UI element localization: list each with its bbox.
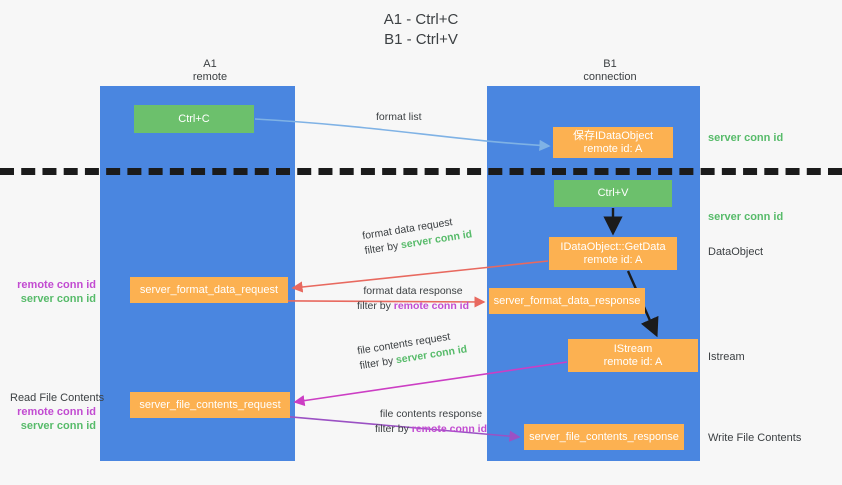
box-server-file-contents-request[interactable]: server_file_contents_request [130,392,290,418]
edge-label-file-contents-request: file contents request filter by server c… [356,327,468,374]
filter-id-remote-conn-id: remote conn id [393,300,470,312]
annotation-write-file-contents: Write File Contents [708,432,802,444]
box-ctrl-v[interactable]: Ctrl+V [554,180,672,207]
box-server-format-data-response-label: server_format_data_response [493,294,641,307]
lane-header-b1-name: B1 [603,58,617,70]
box-idataobject-getdata[interactable]: IDataObject::GetData remote id: A [549,237,677,270]
annotation-server-conn-id: server conn id [20,420,96,432]
edge-label-format-list: format list [376,111,422,123]
lane-header-a1: A1 remote [130,58,290,84]
edge-label-format-data-response-filter: filter by remote conn id [337,299,489,314]
annotation-remote-conn-id: remote conn id [17,406,96,418]
box-server-file-contents-response[interactable]: server_file_contents_response [524,424,684,450]
annotation-server-conn-id-top-text: server conn id [708,132,784,144]
box-ctrl-c-line1: Ctrl+C [178,112,210,125]
box-istream[interactable]: IStream remote id: A [568,339,698,372]
box-ctrl-c[interactable]: Ctrl+C [134,105,254,133]
edge-label-format-data-response: format data response filter by remote co… [337,284,489,314]
edge-label-file-contents-response: file contents response filter by remote … [369,407,493,437]
box-save-idataobject[interactable]: 保存IDataObject remote id: A [553,127,673,158]
lane-header-a1-sub: remote [192,71,228,83]
box-server-format-data-request[interactable]: server_format_data_request [130,277,288,303]
box-istream-line2: remote id: A [603,355,663,368]
box-server-format-data-request-label: server_format_data_request [139,283,279,296]
annotation-read-file-contents-heading: Read File Contents [10,392,105,404]
filter-id-remote-conn-id: remote conn id [411,423,488,435]
box-idataobject-getdata-line2: remote id: A [583,253,643,266]
annotation-remote-conn-id: remote conn id [17,279,96,291]
box-server-format-data-response[interactable]: server_format_data_response [489,288,645,314]
box-save-idataobject-line1: 保存IDataObject [572,129,654,142]
annotation-left-conn-ids-mid: remote conn id server conn id [10,278,96,306]
annotation-left-read-file-contents: Read File Contents remote conn id server… [10,391,105,433]
box-server-file-contents-request-label: server_file_contents_request [139,398,281,411]
box-save-idataobject-line2: remote id: A [583,142,643,155]
lane-header-b1-sub: connection [583,71,637,83]
edge-label-format-data-response-line1: format data response [363,285,463,297]
filter-prefix: filter by [356,300,394,312]
box-istream-line1: IStream [613,342,653,355]
edge-label-file-contents-response-line1: file contents response [379,408,483,420]
annotation-server-conn-id: server conn id [20,293,96,305]
box-idataobject-getdata-line1: IDataObject::GetData [560,240,666,253]
box-ctrl-v-line1: Ctrl+V [597,187,629,199]
annotation-server-conn-id-mid: server conn id [708,210,783,224]
box-server-file-contents-response-label: server_file_contents_response [529,430,679,443]
lane-header-a1-name: A1 [203,58,217,70]
page-title: A1 - Ctrl+C B1 - Ctrl+V [383,11,459,48]
filter-prefix: filter by [374,423,412,435]
annotation-dataobject: DataObject [708,246,764,258]
edge-label-format-data-request: format data request filter by server con… [361,212,473,259]
phase-separator-dashed-line [0,168,842,175]
annotation-istream: Istream [708,351,745,363]
lane-header-b1: B1 connection [530,58,690,84]
annotation-server-conn-id-mid-text: server conn id [708,211,784,223]
edge-label-file-contents-response-filter: filter by remote conn id [369,422,493,437]
annotation-server-conn-id-top: server conn id [708,131,783,145]
